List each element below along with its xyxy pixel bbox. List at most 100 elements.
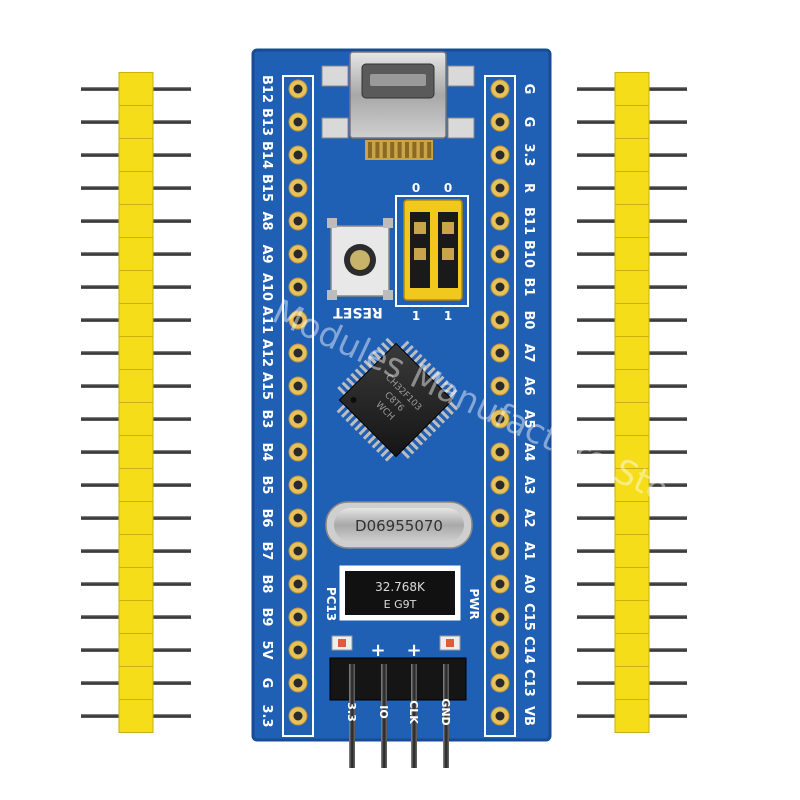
chip-lead (350, 372, 360, 383)
right-pad-hole (495, 579, 505, 589)
right-header-block (614, 72, 650, 106)
right-pad-hole (495, 678, 505, 688)
left-pin-label: A10 (259, 273, 274, 301)
right-pad-column (490, 79, 510, 726)
usb-finger (412, 142, 417, 158)
chip-lead (435, 414, 446, 424)
chip-lead (449, 401, 459, 411)
chip-lead (413, 436, 424, 446)
left-pin-outline (282, 75, 314, 737)
chip-lead (417, 358, 427, 368)
right-pad-hole (495, 216, 505, 226)
right-pin-label: A7 (521, 343, 536, 362)
swd-pin (381, 664, 387, 768)
chip-lead (400, 449, 411, 459)
plus-mark-left: + (370, 640, 385, 661)
usb-finger (390, 142, 395, 158)
left-header-block (118, 633, 154, 667)
right-pad-hole (495, 117, 505, 127)
right-pad-hole (495, 183, 505, 193)
jumper-label-1a: 1 (412, 309, 420, 323)
left-pin-header (81, 72, 191, 733)
left-header-block (118, 138, 154, 172)
left-pin-label: B12 (259, 75, 274, 103)
right-header-block (614, 270, 650, 304)
left-pin-label: A12 (259, 339, 274, 367)
right-header-block (614, 138, 650, 172)
right-pin-label: B0 (521, 311, 536, 330)
left-pin-label: B7 (259, 542, 274, 561)
left-pin-label: 3.3 (259, 704, 274, 727)
right-header-block (614, 666, 650, 700)
left-header-block (118, 468, 154, 502)
rtc-crystal-text-1: 32.768K (375, 580, 426, 594)
right-pin-label: A6 (521, 376, 536, 395)
chip-lead (409, 440, 419, 451)
left-pin-label: B9 (259, 608, 274, 627)
right-pin-label: A3 (521, 475, 536, 494)
right-header-block (614, 105, 650, 139)
right-pin-label: A5 (521, 409, 536, 428)
right-pad-hole (495, 711, 505, 721)
reset-label: RESET (333, 304, 383, 320)
chip-lead (363, 359, 373, 369)
right-header-block (614, 600, 650, 634)
jumper-label-0a: 0 (412, 181, 420, 195)
usb-finger (419, 142, 424, 158)
left-header-block (118, 501, 154, 535)
left-pin-label: B4 (259, 443, 274, 462)
left-pad-hole (293, 513, 303, 523)
right-pin-label: A1 (521, 541, 536, 560)
led-pc13 (331, 635, 353, 651)
swd-pin (411, 664, 417, 768)
left-pad-hole (293, 711, 303, 721)
swd-pin (349, 664, 355, 768)
chip-lead (341, 381, 351, 391)
left-pin-label: B14 (259, 141, 274, 169)
right-pad-hole (495, 546, 505, 556)
right-header-block (614, 369, 650, 403)
left-pin-label: A8 (259, 211, 274, 230)
reset-button[interactable] (327, 218, 393, 300)
right-pin-header (577, 72, 687, 733)
right-pad-hole (495, 282, 505, 292)
left-pad-hole (293, 480, 303, 490)
left-pin-label: 5V (259, 640, 274, 659)
left-header-block (118, 534, 154, 568)
usb-finger (397, 142, 402, 158)
left-header-block (118, 237, 154, 271)
pcb-board: B12B13B14B15A8A9A10A11A12A15B3B4B5B6B7B8… (251, 48, 552, 768)
right-header-block (614, 534, 650, 568)
left-pad-hole (293, 282, 303, 292)
right-header-block (614, 567, 650, 601)
right-header-block (614, 336, 650, 370)
right-pin-outline (484, 75, 516, 737)
right-pin-label: A0 (521, 574, 536, 593)
swd-label: CLK (407, 700, 420, 724)
right-pad-hole (495, 645, 505, 655)
left-header-block (118, 270, 154, 304)
left-pin-labels: B12B13B14B15A8A9A10A11A12A15B3B4B5B6B7B8… (259, 75, 274, 728)
mcu-chip: CH32F103 C8T6 WCH (336, 337, 459, 462)
chip-lead (404, 344, 414, 355)
left-pad-hole (293, 678, 303, 688)
left-pin-label: B5 (259, 476, 274, 495)
boot-jumpers[interactable] (395, 195, 469, 307)
usb-finger (405, 142, 409, 158)
left-pad-hole (293, 216, 303, 226)
right-pad-hole (495, 480, 505, 490)
swd-label: 3.3 (345, 702, 358, 722)
left-pad-column (288, 79, 308, 726)
left-header-block (118, 699, 154, 733)
right-pad-hole (495, 513, 505, 523)
chip-lead (372, 350, 382, 361)
left-header-block (118, 336, 154, 370)
chip-lead (376, 346, 386, 356)
left-pad-hole (293, 315, 303, 325)
left-header-block (118, 369, 154, 403)
right-pin-label: 3.3 (521, 143, 536, 166)
right-pad-hole (495, 414, 505, 424)
chip-lead (439, 380, 449, 390)
micro-usb-connector (321, 51, 475, 160)
